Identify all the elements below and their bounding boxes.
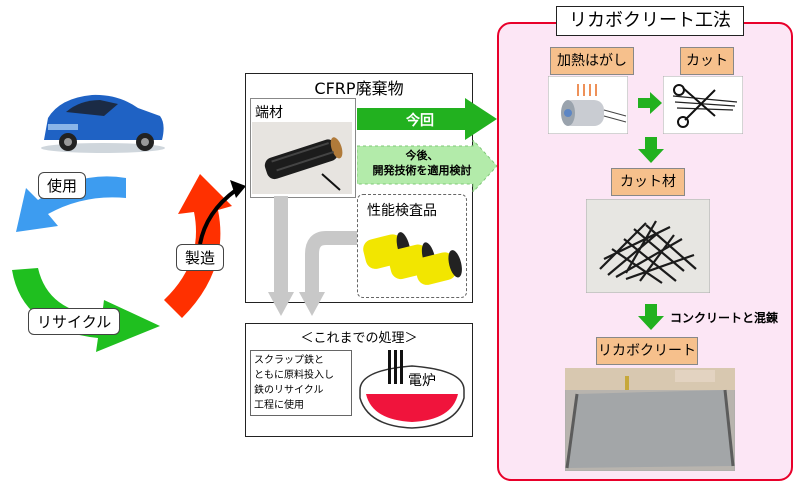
cycle-diagram	[12, 94, 245, 352]
cycle-arrow-recycle	[12, 268, 160, 352]
perf-label: 性能検査品	[367, 203, 437, 219]
heat-label: 加熱はがし	[550, 47, 634, 75]
future-line1: 今後、	[405, 149, 439, 162]
future-line2: 開発技術を適用検討	[372, 164, 472, 177]
arrow-to-cfrp	[198, 188, 238, 245]
cfrp-title: CFRP廃棄物	[314, 79, 404, 98]
recabo-photo	[565, 368, 735, 471]
process-arrow-right	[638, 92, 662, 114]
recabo-label: リカボクリート	[596, 337, 698, 365]
method-title: リカボクリート工法	[556, 6, 744, 36]
mix-label: コンクリートと混錬	[670, 311, 779, 325]
past-desc-line: 工程に使用	[254, 400, 304, 411]
past-desc: スクラップ鉄と ともに原料投入し 鉄のリサイクル 工程に使用	[250, 350, 352, 416]
future-text: 今後、 開発技術を適用検討	[362, 148, 482, 178]
future-arrow	[357, 140, 498, 192]
process-arrow-down-1	[638, 137, 664, 163]
scrap-label: 端材	[255, 105, 283, 121]
car-image	[41, 94, 165, 153]
process-arrow-down-2	[638, 304, 664, 330]
cut-photo	[663, 76, 743, 134]
cut-material-photo	[586, 199, 710, 293]
recycle-label: リサイクル	[28, 308, 121, 335]
now-arrow	[357, 98, 497, 140]
gray-arrows	[268, 196, 358, 316]
manufacture-label: 製造	[176, 244, 225, 271]
cut-material-label: カット材	[611, 168, 685, 196]
past-desc-line: スクラップ鉄と	[254, 355, 324, 366]
use-label: 使用	[38, 172, 87, 199]
perf-photo	[363, 232, 462, 285]
past-title: ＜これまでの処理＞	[300, 331, 418, 346]
heat-peel-photo	[548, 76, 628, 134]
furnace-icon	[359, 350, 465, 429]
past-desc-line: 鉄のリサイクル	[254, 385, 324, 396]
past-desc-line: ともに原料投入し	[254, 370, 334, 381]
furnace-label: 電炉	[408, 373, 436, 389]
now-label: 今回	[406, 113, 434, 129]
cycle-arrow-use	[16, 176, 126, 232]
cut-label: カット	[680, 47, 734, 75]
scrap-photo	[252, 122, 352, 194]
